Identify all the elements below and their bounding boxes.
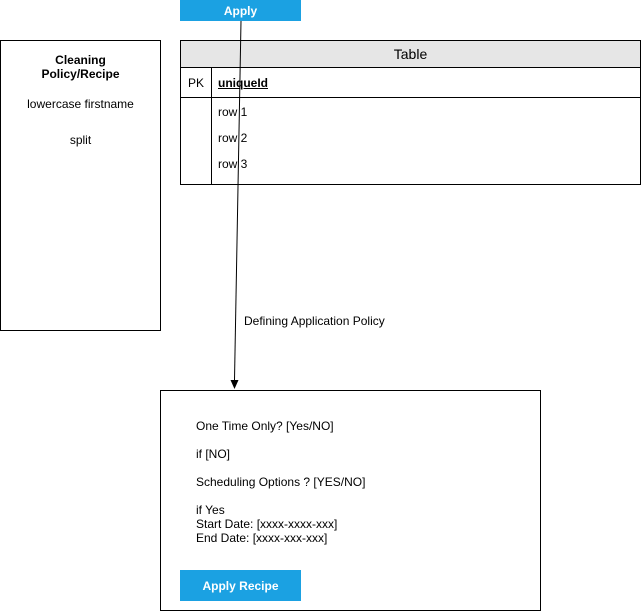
one-time-only-text: One Time Only? [Yes/NO] xyxy=(196,419,334,433)
if-no-text: if [NO] xyxy=(196,447,231,461)
cleaning-policy-title: Cleaning Policy/Recipe xyxy=(41,53,120,81)
policy-item-split: split xyxy=(69,133,92,147)
arrowhead-icon xyxy=(230,380,239,389)
table-row: row 2 xyxy=(218,131,248,145)
policy-item-lowercase: lowercase firstname xyxy=(27,97,134,111)
table-entity: Table PK uniqueId row 1 row 2 row 3 xyxy=(180,40,641,185)
pk-label: PK xyxy=(181,68,212,97)
end-date-field: End Date: [xxxx-xxx-xxx] xyxy=(196,531,328,545)
connector-line xyxy=(234,20,242,381)
table-row: row 1 xyxy=(218,105,248,119)
pk-row: PK uniqueId xyxy=(181,68,640,98)
cleaning-policy-panel: Cleaning Policy/Recipe lowercase firstna… xyxy=(0,40,161,331)
start-date-field: Start Date: [xxxx-xxxx-xxx] xyxy=(196,517,338,531)
if-yes-text: if Yes xyxy=(196,503,225,517)
application-policy-panel: One Time Only? [Yes/NO] if [NO] Scheduli… xyxy=(160,390,541,611)
key-field: uniqueId xyxy=(218,76,268,90)
edge-label: Defining Application Policy xyxy=(244,314,385,328)
rows-key-column xyxy=(181,98,212,184)
apply-recipe-button[interactable]: Apply Recipe xyxy=(180,570,301,601)
scheduling-options-text: Scheduling Options ? [YES/NO] xyxy=(196,475,366,489)
apply-button[interactable]: Apply xyxy=(180,0,301,21)
table-rows: row 1 row 2 row 3 xyxy=(181,98,640,184)
table-row: row 3 xyxy=(218,157,248,171)
table-title: Table xyxy=(181,41,640,68)
